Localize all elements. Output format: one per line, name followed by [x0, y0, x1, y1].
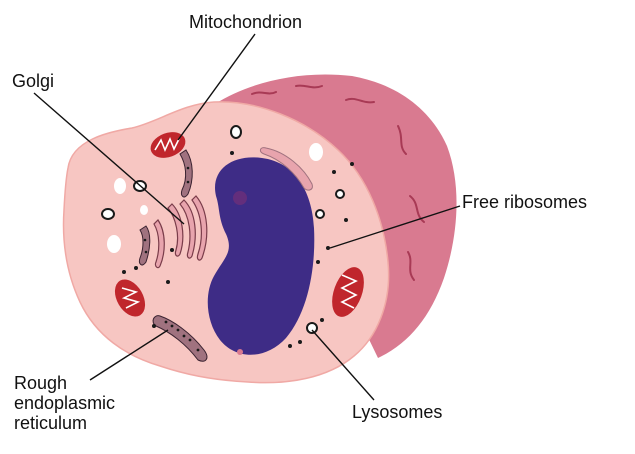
label-golgi: Golgi: [12, 71, 54, 91]
label-free-ribosomes: Free ribosomes: [462, 192, 587, 212]
nucleolus: [233, 191, 247, 205]
label-mitochondrion: Mitochondrion: [189, 12, 302, 32]
label-rough-er: Rough endoplasmic reticulum: [14, 373, 115, 433]
label-rough-er-line1: Rough: [14, 373, 115, 393]
label-rough-er-line3: reticulum: [14, 413, 115, 433]
small-pink-vesicle: [237, 349, 243, 355]
label-lysosomes: Lysosomes: [352, 402, 442, 422]
label-rough-er-line2: endoplasmic: [14, 393, 115, 413]
